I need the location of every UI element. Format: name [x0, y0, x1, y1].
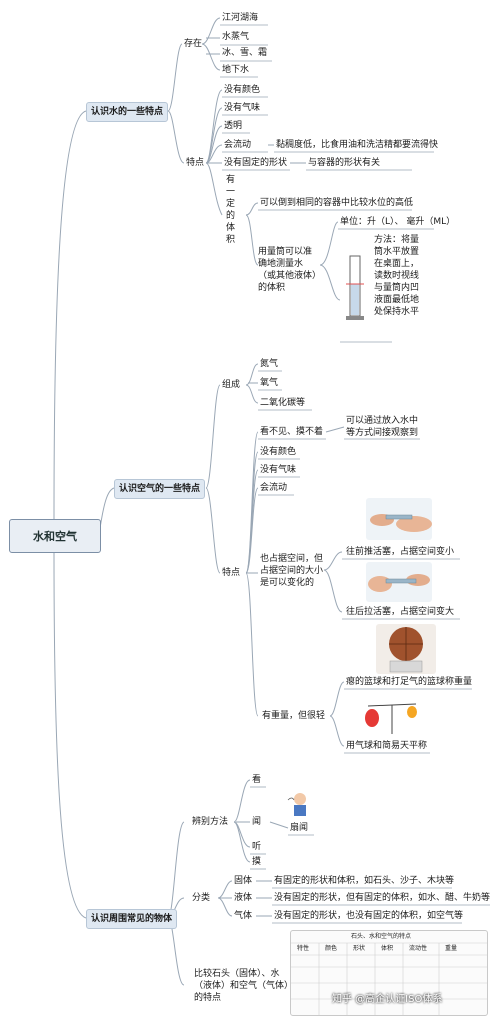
- water-features-label: 特点: [186, 158, 205, 168]
- water-shape: 没有固定的形状: [224, 158, 288, 168]
- balloon-balance-icon: [365, 703, 417, 734]
- basketball-scale-photo: [376, 624, 436, 674]
- exist-item: 江河湖海: [222, 13, 259, 23]
- water-volume: 有一定的体积: [226, 175, 236, 245]
- syringe-pull-photo: [366, 562, 432, 602]
- water-features-node[interactable]: 认识水的一些特点: [86, 102, 169, 122]
- table-header: 体积: [381, 945, 394, 952]
- water-method: 方法：将量筒水平放置在桌面上，读数时视线与量筒内凹液面最低地处保持水平: [374, 235, 420, 317]
- classify-label: 分类: [192, 893, 211, 903]
- air-features-label: 特点: [222, 568, 241, 578]
- root-node[interactable]: 水和空气: [9, 519, 101, 553]
- water-shape-note: 与容器的形状有关: [308, 158, 381, 168]
- water-exist-label: 存在: [184, 39, 203, 49]
- table-grid: [291, 942, 487, 1015]
- table-header: 流动性: [409, 945, 428, 952]
- air-features-node[interactable]: 认识空气的一些特点: [114, 479, 206, 499]
- table-header: 特性: [297, 945, 310, 952]
- measuring-cylinder-icon: [346, 255, 364, 320]
- method-touch: 摸: [252, 857, 262, 867]
- fan-smell-icon: [287, 793, 306, 816]
- water-volume-note1: 可以倒到相同的容器中比较水位的高低: [260, 198, 414, 208]
- exist-item: 冰、雪、霜: [222, 48, 268, 58]
- air-invisible: 看不见、摸不着: [260, 427, 324, 437]
- comparison-table: 石头、水和空气的特点 特性 颜色 形状 体积 流动性 重量: [290, 930, 488, 1016]
- exist-item: 水蒸气: [222, 32, 250, 42]
- air-pull: 往后拉活塞，占据空间变大: [346, 607, 455, 617]
- class-gas-note: 没有固定的形状，也没有固定的体积，如空气等: [274, 911, 464, 921]
- water-flow: 会流动: [224, 140, 252, 150]
- class-solid: 固体: [234, 876, 253, 886]
- water-flow-note: 黏稠度低，比食用油和洗洁精都要流得快: [276, 140, 439, 150]
- table-title: 石头、水和空气的特点: [351, 933, 412, 940]
- exist-item: 地下水: [222, 65, 250, 75]
- air-weigh1: 瘪的篮球和打足气的篮球称重量: [346, 677, 473, 687]
- water-unit: 单位：升（L）、 毫升（ML）: [340, 217, 456, 227]
- composition-item: 氮气: [260, 359, 279, 369]
- class-solid-note: 有固定的形状和体积，如石头、沙子、木块等: [274, 876, 455, 886]
- table-header: 颜色: [325, 945, 338, 952]
- air-push: 往前推活塞，占据空间变小: [346, 547, 455, 557]
- method-listen: 听: [252, 842, 262, 852]
- air-invisible-note: 可以通过放入水中等方式间接观察到: [346, 416, 419, 438]
- syringe-push-photo: [366, 498, 432, 540]
- air-composition-label: 组成: [222, 380, 241, 390]
- air-flow: 会流动: [260, 483, 288, 493]
- method-fan: 扇闻: [290, 823, 309, 833]
- class-gas: 气体: [234, 911, 253, 921]
- water-clear: 透明: [224, 121, 243, 131]
- air-smell: 没有气味: [260, 465, 297, 475]
- table-header: 重量: [445, 945, 458, 952]
- air-weigh2: 用气球和简易天平称: [346, 741, 428, 751]
- air-weight: 有重量，但很轻: [262, 711, 326, 721]
- water-smell: 没有气味: [224, 103, 261, 113]
- methods-label: 辨别方法: [192, 817, 229, 827]
- compare-label: 比较石头（固体）、水（液体）和空气（气体）的特点: [194, 969, 294, 1003]
- table-header: 形状: [353, 945, 366, 952]
- air-color: 没有颜色: [260, 447, 297, 457]
- method-look: 看: [252, 775, 262, 785]
- composition-item: 氧气: [260, 378, 279, 388]
- class-liquid: 液体: [234, 893, 253, 903]
- class-liquid-note: 没有固定的形状，但有固定的体积，如水、醋、牛奶等: [274, 893, 491, 903]
- composition-item: 二氧化碳等: [260, 398, 306, 408]
- method-smell: 闻: [252, 817, 262, 827]
- objects-node[interactable]: 认识周围常见的物体: [86, 909, 178, 929]
- water-volume-note2: 用量筒可以准确地测量水（或其他液体）的体积: [258, 247, 317, 293]
- water-color: 没有颜色: [224, 85, 261, 95]
- air-space: 也占据空间，但占据空间的大小是可以变化的: [260, 554, 324, 588]
- watermark: 知乎 @高企认证ISO体系: [332, 994, 443, 1005]
